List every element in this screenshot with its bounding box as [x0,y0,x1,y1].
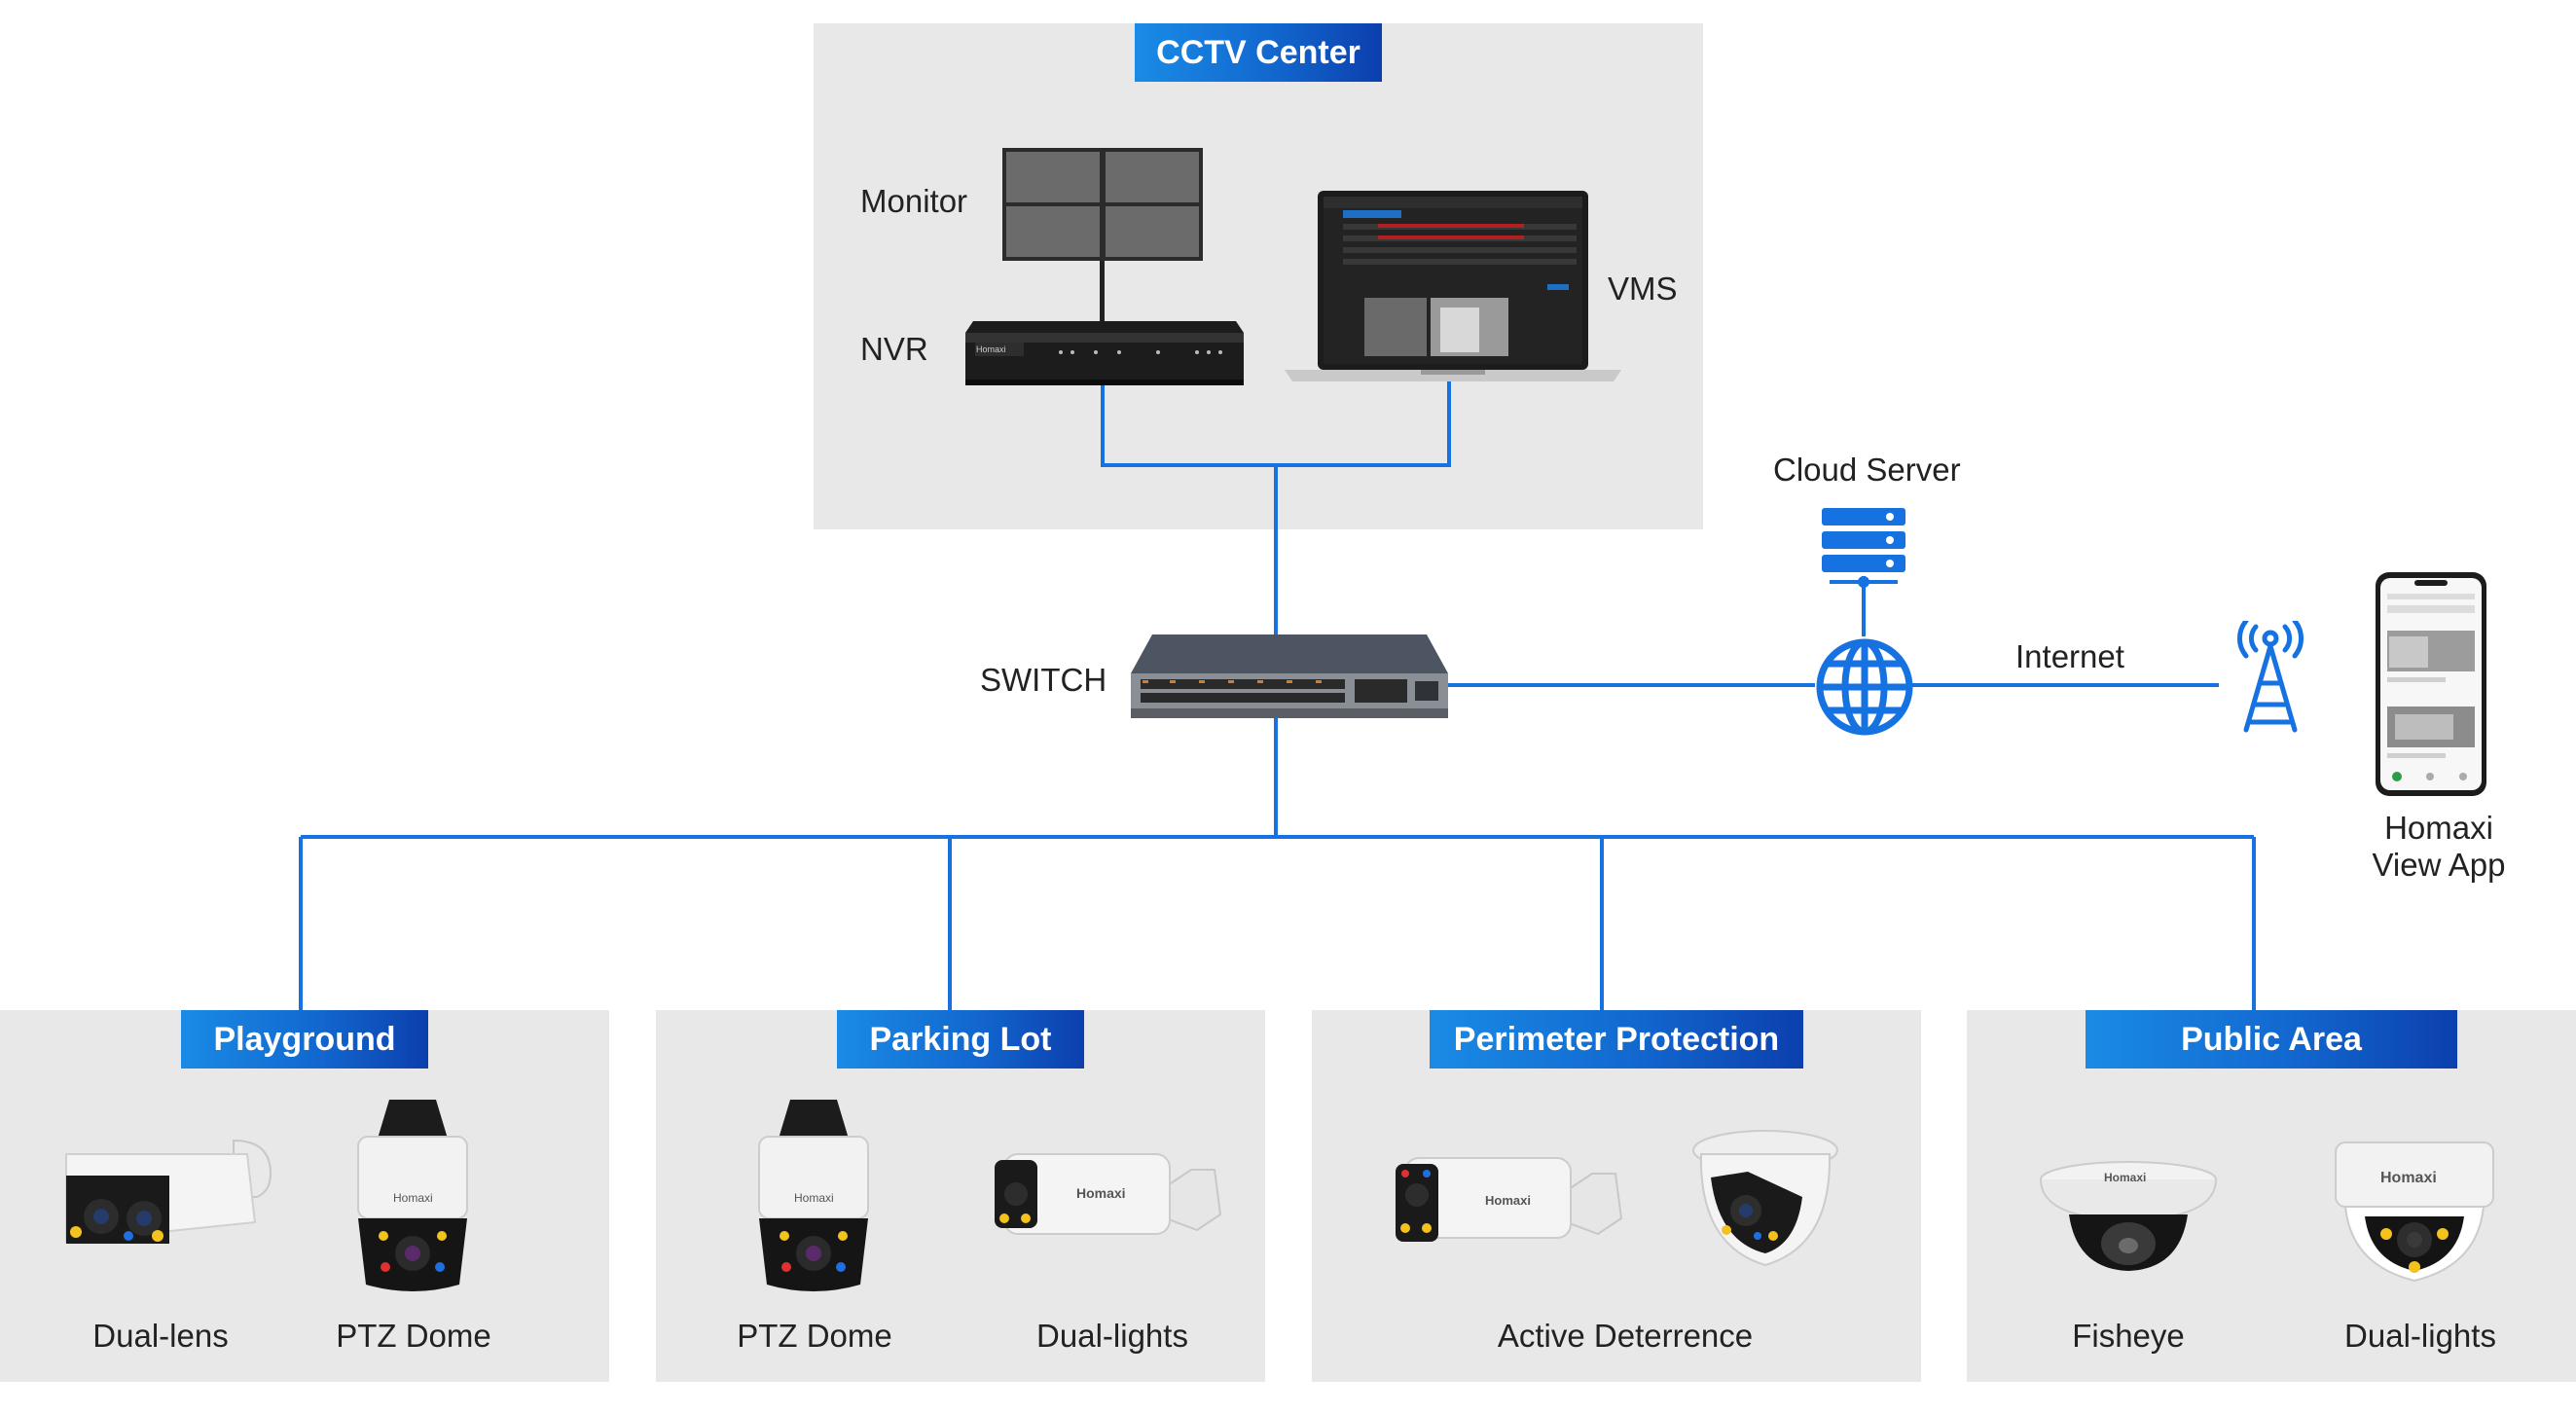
zone-public-area-title: Public Area [2086,1010,2457,1069]
zone-public-area-cam2-label: Dual-lights [2344,1318,2496,1354]
camera-brand-text: Homaxi [2380,1170,2437,1186]
switch-icon [1131,634,1448,718]
nvr-label: NVR [860,331,928,367]
ptz-camera-icon [758,1100,869,1291]
app-label-line1: Homaxi [2384,810,2493,846]
tower-icon [2237,621,2304,733]
laptop-icon [1285,191,1621,381]
center-link [1101,380,1451,467]
camera-brand-text: Homaxi [794,1191,834,1205]
camera-brand-text: Homaxi [1076,1185,1126,1201]
zone-public-area-cam1-label: Fisheye [2072,1318,2185,1354]
camera-brand-text: Homaxi [2104,1171,2147,1184]
bullet-camera-icon [995,1153,1222,1235]
globe-icon [1816,638,1913,736]
vms-label: VMS [1608,271,1678,307]
switch-label: SWITCH [980,662,1107,698]
cctv-center-title: CCTV Center [1135,23,1382,82]
zone-parking-lot-cam1-label: PTZ Dome [737,1318,892,1354]
zone-perimeter-cam1-label: Active Deterrence [1497,1318,1754,1354]
ptz-camera-icon [357,1100,468,1291]
zone-perimeter-title: Perimeter Protection [1430,1010,1803,1069]
zone-parking-lot-cam2-label: Dual-lights [1036,1318,1188,1354]
monitor-label: Monitor [860,183,968,219]
zone-parking-lot-title: Parking Lot [837,1010,1084,1069]
zone-playground-cam1-label: Dual-lens [92,1318,229,1354]
cloud-server-label: Cloud Server [1773,452,1961,488]
nvr-icon [965,321,1244,385]
camera-brand-text: Homaxi [1485,1193,1531,1208]
server-icon [1822,508,1905,588]
zone-playground-cam2-label: PTZ Dome [336,1318,491,1354]
internet-label: Internet [2015,638,2124,674]
app-label-line2: View App [2372,847,2506,883]
monitor-wall-icon [1002,148,1203,329]
nvr-brand-text: Homaxi [976,344,1006,354]
dual-lens-camera-icon [65,1139,272,1244]
bullet-camera-icon [1396,1157,1623,1242]
camera-brand-text: Homaxi [393,1191,433,1205]
smartphone-icon [2376,572,2486,796]
dome-camera-icon [1692,1130,1838,1267]
zone-playground-title: Playground [181,1010,428,1069]
fisheye-camera-icon [2040,1161,2217,1271]
dome-camera-icon [2335,1141,2494,1283]
